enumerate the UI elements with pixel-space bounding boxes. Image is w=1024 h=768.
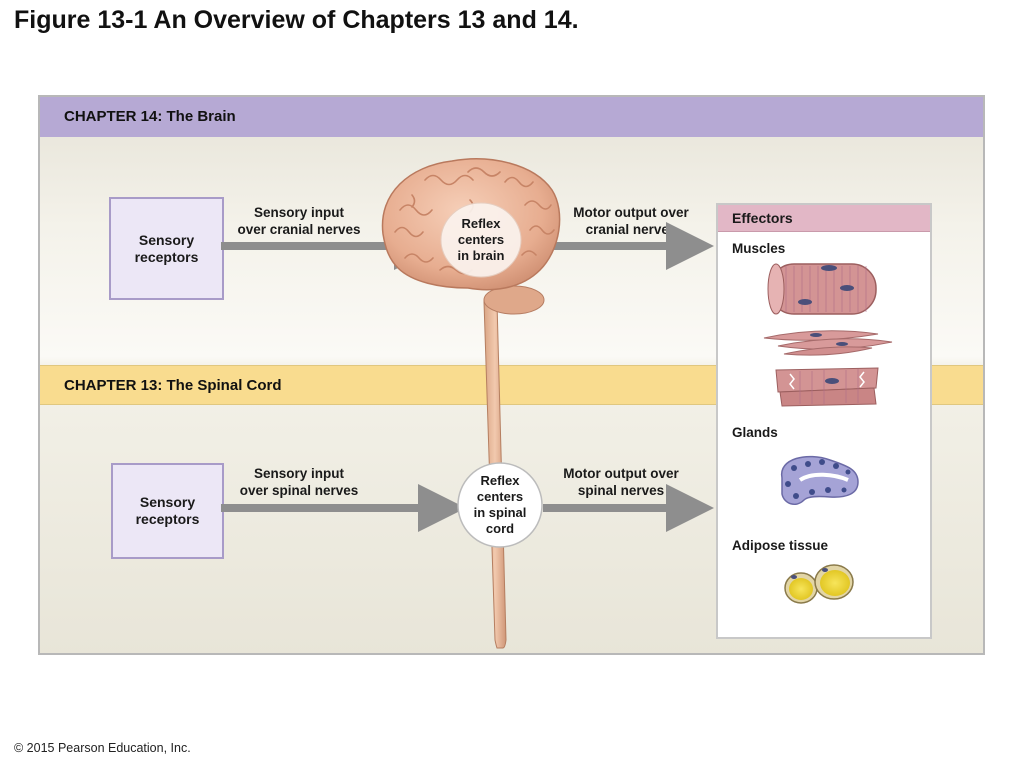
spinal-reflex-label: Reflex centers in spinal cord [473, 473, 527, 536]
adipose-label: Adipose tissue [732, 538, 829, 553]
skeletal-muscle-icon [767, 263, 877, 315]
effectors-header: Effectors [718, 205, 930, 232]
gland-icon [781, 455, 859, 505]
cranial-output-label: Motor output over cranial nerves [573, 205, 689, 237]
spinal-input-label: Sensory input over spinal nerves [239, 466, 359, 498]
adipose-cell-icon [784, 564, 854, 604]
brain-sensory-receptors-box: Sensory receptors [109, 197, 224, 300]
figure-title: Figure 13-1 An Overview of Chapters 13 a… [14, 6, 579, 34]
cord-sensory-receptors-box: Sensory receptors [111, 463, 224, 559]
smooth-muscle-icon [763, 330, 893, 356]
brain-reflex-label: Reflex centers in brain [457, 216, 505, 263]
brain-icon [381, 158, 561, 315]
spinal-reflex-circle [457, 462, 543, 548]
cardiac-muscle-icon [775, 367, 879, 407]
brain-chapter-header: CHAPTER 14: The Brain [40, 97, 983, 137]
cranial-input-label: Sensory input over cranial nerves [237, 205, 361, 237]
spinal-output-label: Motor output over spinal nerves [563, 466, 679, 498]
muscles-label: Muscles [732, 241, 786, 256]
glands-label: Glands [732, 425, 778, 440]
copyright-notice: © 2015 Pearson Education, Inc. [14, 741, 191, 755]
